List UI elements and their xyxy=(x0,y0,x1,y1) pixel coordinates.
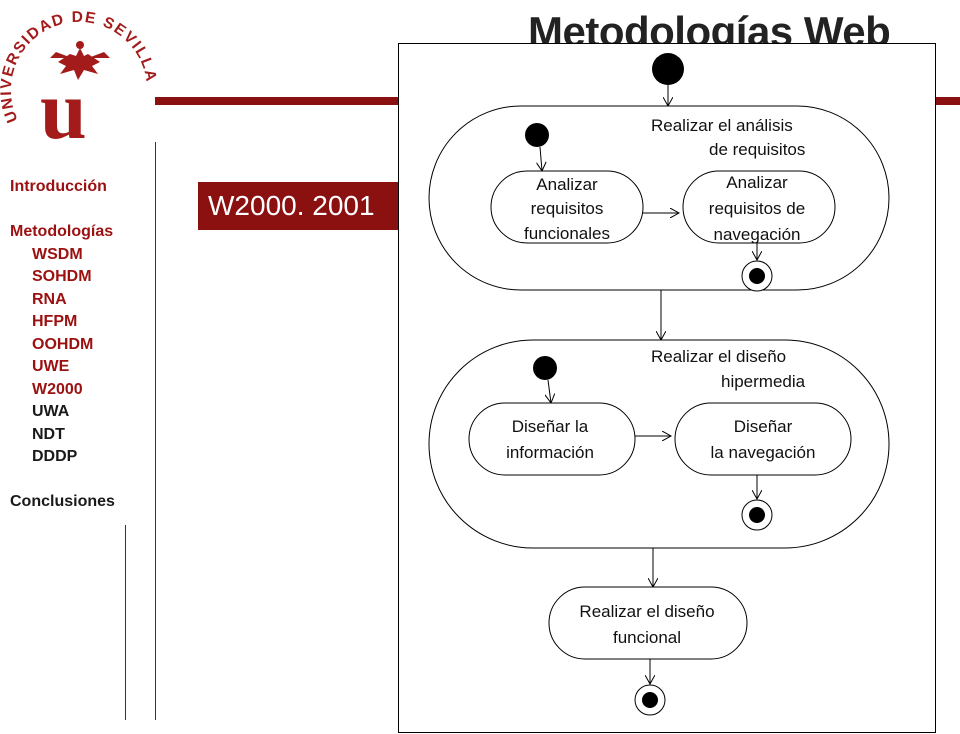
logo-letter: u xyxy=(40,64,87,150)
act-disenar-informacion-l2: información xyxy=(506,443,594,462)
design-group-container xyxy=(428,339,890,549)
analysis-group-label-1: Realizar el análisis xyxy=(651,116,793,135)
analysis-group-label-2: de requisitos xyxy=(709,140,805,159)
act-analizar-navegacion-l3: navegación xyxy=(714,225,801,244)
left-divider xyxy=(155,142,156,720)
university-logo: UNIVERSIDAD DE SEVILLA u xyxy=(0,9,158,150)
nav-item-rna[interactable]: RNA xyxy=(32,290,67,308)
act-disenar-funcional-l2: funcional xyxy=(613,628,681,647)
final-node-analysis-core xyxy=(749,268,765,284)
nav-item-wsdm[interactable]: WSDM xyxy=(32,245,83,263)
act-disenar-navegacion-l1: Diseñar xyxy=(734,417,793,436)
activity-analizar-navegacion xyxy=(682,170,836,244)
activity-disenar-informacion xyxy=(468,402,636,476)
final-node-design-core xyxy=(749,507,765,523)
nav-item-uwa[interactable]: UWA xyxy=(32,403,70,420)
nav-item-sohdm[interactable]: SOHDM xyxy=(32,268,92,285)
nav-item-uwe[interactable]: UWE xyxy=(32,358,70,375)
act-disenar-navegacion-l2: la navegación xyxy=(711,443,816,462)
nav-item-oohdm[interactable]: OOHDM xyxy=(32,335,94,353)
initial-node-design xyxy=(533,356,557,380)
act-analizar-navegacion-l1: Analizar xyxy=(726,173,788,192)
initial-node-analysis xyxy=(525,123,549,147)
nav-item-ndt[interactable]: NDT xyxy=(32,425,65,443)
activity-disenar-funcional xyxy=(548,586,748,660)
flow-arrow-design-start xyxy=(548,379,551,403)
act-disenar-funcional-l1: Realizar el diseño xyxy=(579,602,714,621)
analysis-group-container xyxy=(428,105,890,291)
act-analizar-funcionales-l1: Analizar xyxy=(536,175,598,194)
logo-emblem xyxy=(50,41,110,80)
activity-diagram-panel: Realizar el análisis de requisitos Anali… xyxy=(398,43,936,733)
activity-diagram: Realizar el análisis de requisitos Anali… xyxy=(428,53,890,716)
act-analizar-navegacion-l2: requisitos de xyxy=(709,199,805,218)
nav-item-introduccion[interactable]: Introducción xyxy=(10,178,107,195)
nav-item-metodologias[interactable]: Metodologías xyxy=(10,223,114,240)
act-analizar-funcionales-l2: requisitos xyxy=(531,199,604,218)
nav-item-dddp[interactable]: DDDP xyxy=(32,448,78,465)
act-disenar-informacion-l1: Diseñar la xyxy=(512,417,589,436)
flow-arrow-analysis-start xyxy=(540,146,542,171)
activity-analizar-funcionales xyxy=(490,170,644,244)
initial-node-main xyxy=(652,53,684,85)
nav-item-conclusiones[interactable]: Conclusiones xyxy=(10,493,115,510)
design-group-label-1: Realizar el diseño xyxy=(651,347,786,366)
act-analizar-funcionales-l3: funcionales xyxy=(524,224,610,243)
final-node-main-core xyxy=(642,692,658,708)
left-divider-secondary xyxy=(125,525,126,720)
design-group-label-2: hipermedia xyxy=(721,372,806,391)
nav-item-hfpm[interactable]: HFPM xyxy=(32,313,78,330)
sidebar-nav: Introducción Metodologías WSDM SOHDM RNA… xyxy=(10,176,115,514)
activity-disenar-navegacion xyxy=(674,402,852,476)
section-banner: W2000. 2001 xyxy=(198,182,408,230)
nav-item-w2000[interactable]: W2000 xyxy=(32,380,83,398)
